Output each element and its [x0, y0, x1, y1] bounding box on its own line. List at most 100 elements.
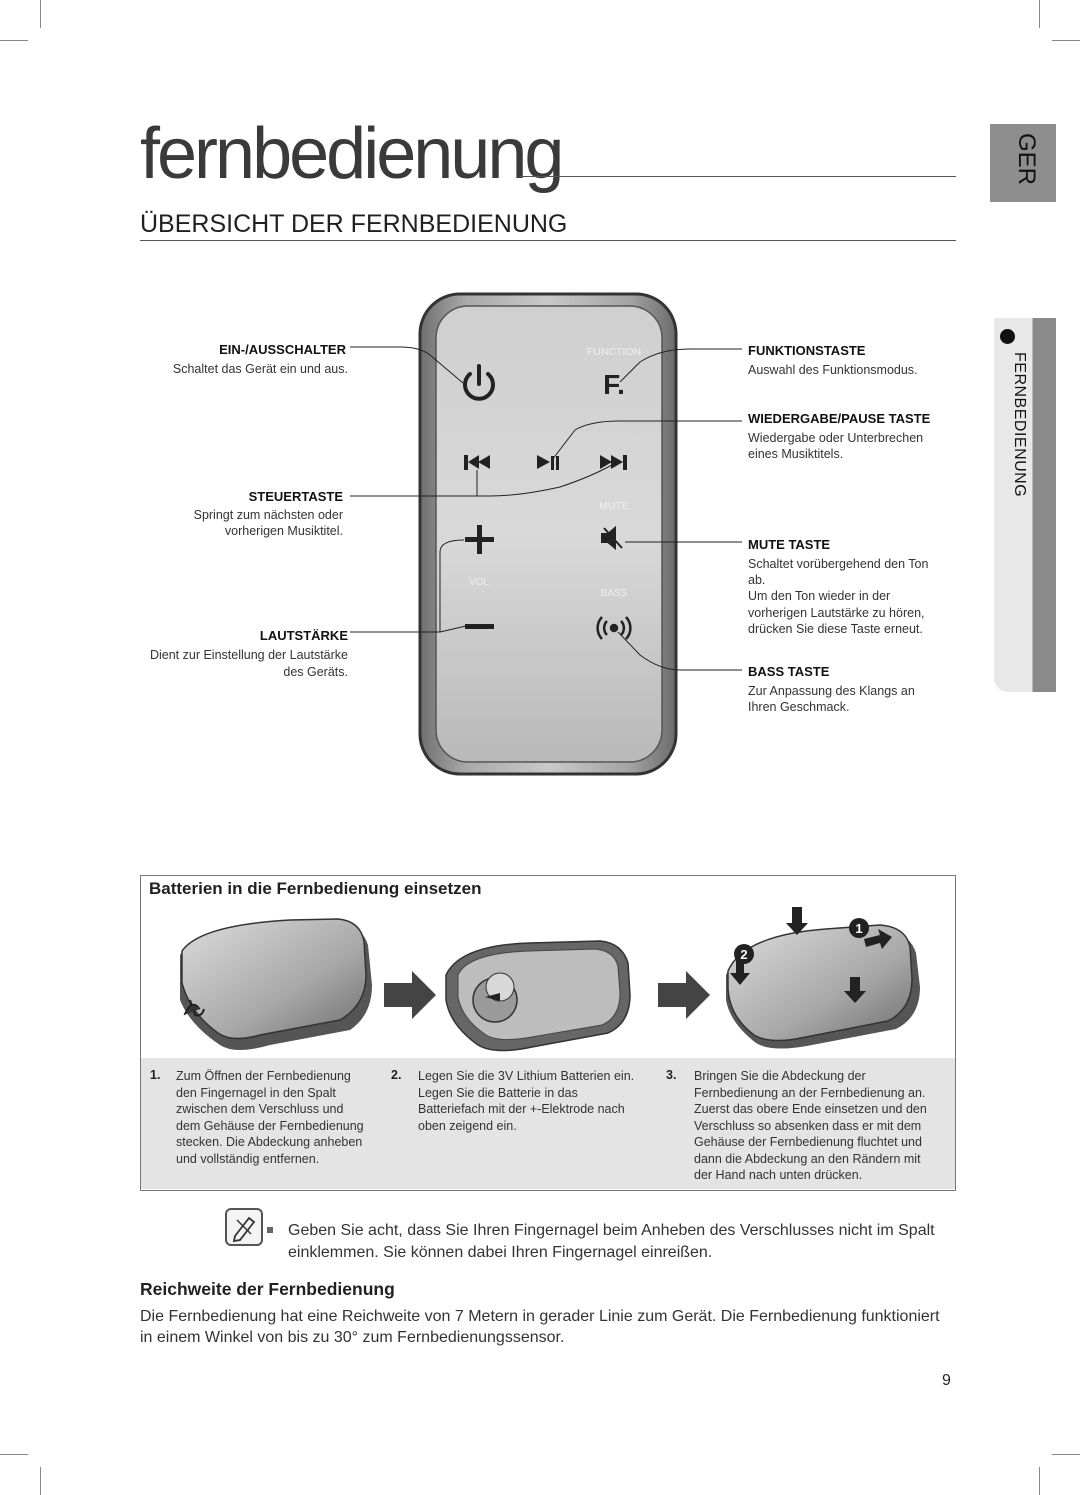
svg-text:1: 1: [855, 921, 862, 936]
step-1-line: Zum Öffnen der Fernbedienung: [176, 1069, 351, 1083]
step-1-line: stecken. Die Abdeckung anheben: [176, 1135, 363, 1149]
battery-step-1-illustration: [180, 918, 372, 1050]
callout-mute-text-2: ab.: [748, 573, 766, 587]
power-icon: [463, 364, 495, 401]
next-icon: [600, 455, 627, 470]
range-line-1: Die Fernbedienung hat eine Reichweite vo…: [140, 1308, 940, 1325]
step-1-number: 1.: [150, 1068, 161, 1082]
language-tab-label: GER: [1013, 133, 1040, 186]
step-3-line: Gehäuse der Fernbedienung fluchtet und: [694, 1135, 922, 1149]
function-icon: F.: [603, 369, 625, 400]
battery-steps-panel: [141, 1058, 955, 1189]
crop-mark: [0, 1454, 28, 1455]
callout-bass-text-2: Ihren Geschmack.: [748, 700, 850, 714]
function-label: FUNCTION: [587, 346, 641, 358]
callout-playpause-text-1: Wiedergabe oder Unterbrechen: [748, 431, 924, 445]
note-line-2: einklemmen. Sie können dabei Ihren Finge…: [288, 1244, 713, 1261]
step-1-line: dem Gehäuse der Fernbedienung: [176, 1118, 364, 1133]
callout-power-heading: EIN-/AUSSCHALTER: [219, 342, 346, 357]
volume-up-icon: [465, 525, 494, 554]
section-heading: ÜBERSICHT DER FERNBEDIENUNG: [140, 210, 568, 238]
arrow-right-icon: [864, 929, 892, 949]
remote-face: [435, 305, 663, 763]
arrow-down-icon: [730, 959, 750, 985]
crop-mark: [0, 40, 28, 41]
step-3-line: dann die Abdeckung an den Rändern mit: [694, 1151, 921, 1166]
note-bullet: [267, 1227, 273, 1233]
play-pause-icon: [537, 455, 559, 470]
svg-text:2: 2: [740, 947, 747, 962]
crop-mark: [1052, 40, 1080, 41]
page-title: fernbedienung: [140, 114, 564, 194]
callout-volume-text-1: Dient zur Einstellung der Lautstärke: [149, 648, 348, 662]
callout-bass-heading: BASS TASTE: [748, 664, 830, 679]
crop-mark: [1052, 1454, 1080, 1455]
battery-heading: Batterien in die Fernbedienung einsetzen: [149, 879, 482, 898]
callout-control-text-2: vorherigen Musiktitel.: [224, 524, 343, 538]
callout-function-heading: FUNKTIONSTASTE: [748, 343, 866, 358]
page-number: 9: [942, 1372, 951, 1389]
step-2-number: 2.: [391, 1068, 402, 1082]
note-icon: [225, 1208, 263, 1246]
chapter-dot-icon: [1000, 329, 1015, 344]
callout-volume-text-2: des Geräts.: [283, 665, 348, 679]
step-2-line: Batteriefach mit der +-Elektrode nach: [418, 1102, 625, 1116]
arrow-down-icon: [844, 977, 866, 1003]
callout-playpause-text-2: eines Musiktitels.: [748, 447, 844, 461]
crop-mark: [40, 0, 41, 28]
leader-bass: [617, 631, 742, 671]
pencil-icon: [232, 1216, 256, 1243]
callout-mute-text-3: Um den Ton wieder in der: [748, 589, 891, 603]
callout-playpause-heading: WIEDERGABE/PAUSE TASTE: [748, 411, 931, 426]
battery-step-3-illustration: 1 2: [726, 907, 920, 1049]
section-rule: [140, 240, 956, 241]
crop-mark: [40, 1467, 41, 1495]
leader-volume-minus: [439, 625, 467, 633]
step-1-line: den Fingernagel in den Spalt: [176, 1085, 336, 1100]
callout-mute-text-1: Schaltet vorübergehend den Ton: [748, 557, 929, 571]
volume-down-icon: [465, 624, 494, 629]
callout-mute-heading: MUTE TASTE: [748, 537, 831, 552]
leader-function: [619, 348, 742, 383]
bass-icon: [596, 616, 632, 640]
chapter-tab-label: FERNBEDIENUNG: [1011, 352, 1028, 498]
callout-power-text: Schaltet das Gerät ein und aus.: [172, 362, 348, 376]
step-badge-1: [849, 918, 869, 938]
callout-control-text-1: Springt zum nächsten oder: [193, 508, 343, 522]
crop-mark: [1039, 1467, 1040, 1495]
mute-icon: [601, 525, 623, 551]
step-1-line: zwischen dem Verschluss und: [176, 1102, 344, 1116]
step-badge-2: [734, 944, 754, 964]
range-text: Die Fernbedienung hat eine Reichweite vo…: [140, 1306, 960, 1348]
leader-playpause: [551, 420, 742, 461]
battery-illustrations: 1 2: [180, 907, 920, 1052]
range-line-2: in einem Winkel von bis zu 30° zum Fernb…: [140, 1329, 565, 1346]
vol-label: VOL: [469, 577, 489, 588]
leader-power: [350, 346, 464, 384]
mute-label: MUTE: [599, 500, 629, 512]
step-3-line: Bringen Sie die Abdeckung der: [694, 1069, 866, 1083]
callout-mute-text-5: drücken Sie diese Taste erneut.: [748, 622, 923, 636]
chapter-tab: [994, 318, 1056, 692]
arrow-down-icon: [786, 907, 808, 935]
step-3-line: Verschluss so absenken dass er mit dem: [694, 1118, 922, 1133]
callout-volume-heading: LAUTSTÄRKE: [259, 628, 348, 643]
step-2-line: oben zeigend ein.: [418, 1118, 517, 1133]
bass-label: BASS: [601, 588, 628, 599]
callout-mute-text-4: vorherigen Lautstärke zu hören,: [748, 606, 925, 620]
step-1-line: und vollständig entfernen.: [176, 1151, 320, 1166]
leader-volume: [350, 539, 465, 633]
arrow-right-icon: [658, 971, 710, 1019]
step-2-line: Legen Sie die 3V Lithium Batterien ein.: [418, 1069, 635, 1083]
callout-bass-text-1: Zur Anpassung des Klangs an: [748, 684, 915, 698]
crop-mark: [1039, 0, 1040, 28]
note-line-1: Geben Sie acht, dass Sie Ihren Fingernag…: [288, 1222, 935, 1239]
step-3-line: der Hand nach unten drücken.: [694, 1168, 863, 1182]
step-3-line: Fernbedienung an der Fernbedienung an.: [694, 1085, 926, 1100]
language-tab: GER: [990, 124, 1056, 202]
previous-icon: [464, 455, 490, 470]
callout-function-text: Auswahl des Funktionsmodus.: [748, 363, 918, 377]
arrow-right-icon: [384, 971, 436, 1019]
callout-control-heading: STEUERTASTE: [248, 489, 343, 504]
range-heading: Reichweite der Fernbedienung: [140, 1279, 395, 1299]
